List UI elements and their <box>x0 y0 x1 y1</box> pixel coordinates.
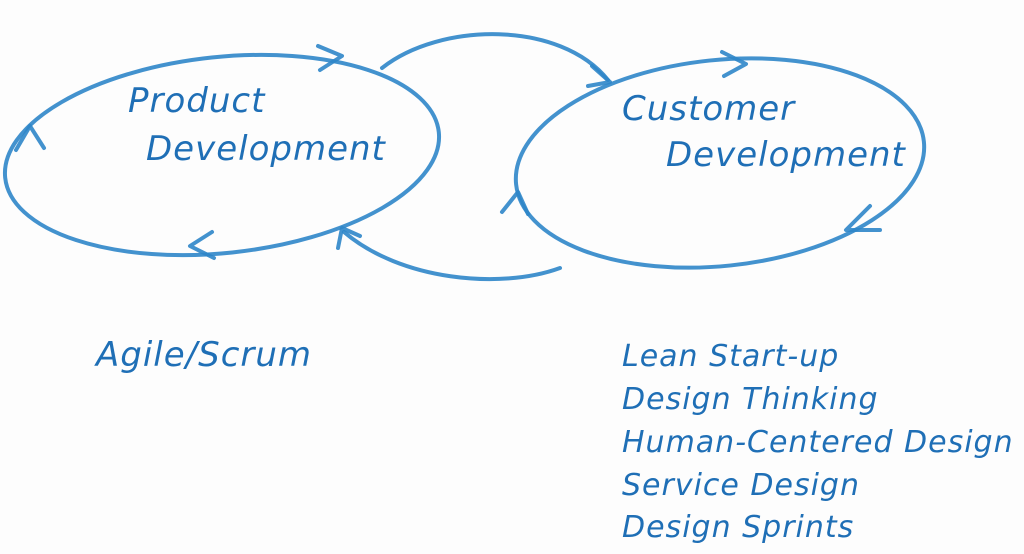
customer-loop-arrow-right <box>844 204 882 232</box>
product-methods-label: Agile/Scrum <box>94 335 312 375</box>
product-loop-label-line2: Development <box>146 129 387 169</box>
customer-method-item: Lean Start-up <box>622 339 839 374</box>
customer-loop-label-line2: Development <box>666 135 907 175</box>
product-loop-arrow-bottom <box>188 230 216 260</box>
connector-bottom <box>336 226 562 282</box>
connector-bottom-arc <box>342 230 562 282</box>
product-loop-ellipse <box>2 52 442 258</box>
customer-loop-arrow-left <box>500 190 530 216</box>
product-loop-arrow-left <box>14 124 46 152</box>
product-development-loop <box>2 44 442 260</box>
customer-development-loop <box>500 50 927 270</box>
connector-top <box>380 32 612 88</box>
customer-loop-ellipse <box>513 56 927 270</box>
customer-methods-list: Lean Start-up Design Thinking Human-Cent… <box>622 339 1014 545</box>
product-loop-label-line1: Product <box>128 81 266 121</box>
customer-method-item: Service Design <box>622 468 860 503</box>
customer-method-item: Design Sprints <box>622 510 854 545</box>
connector-bottom-arrow <box>336 226 362 250</box>
connector-top-arrow <box>586 64 612 88</box>
customer-loop-label-line1: Customer <box>622 89 796 129</box>
product-loop-arrow-top <box>316 44 344 72</box>
connector-top-arc <box>380 32 610 82</box>
customer-method-item: Human-Centered Design <box>622 425 1014 460</box>
customer-loop-arrow-top <box>720 50 748 78</box>
customer-method-item: Design Thinking <box>622 382 879 417</box>
